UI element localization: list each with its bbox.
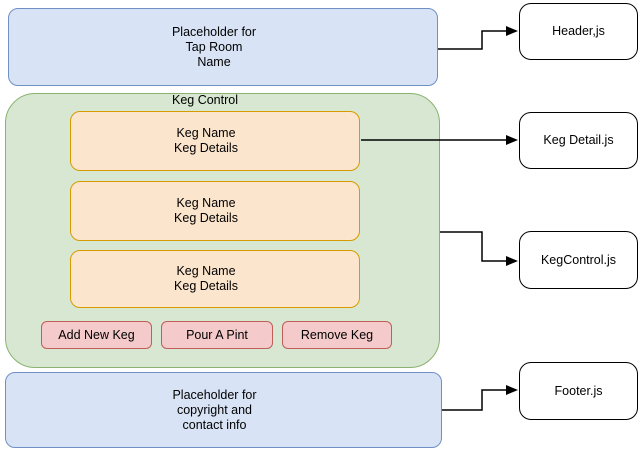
header-placeholder-text: Placeholder for Tap Room Name xyxy=(171,24,257,69)
keg-card-1: Keg Name Keg Details xyxy=(70,111,360,171)
component-label-keg-control: KegControl.js xyxy=(540,252,617,267)
remove-keg-label: Remove Keg xyxy=(300,327,374,342)
arrow-header-to-headerjs xyxy=(438,26,518,50)
pour-a-pint-label: Pour A Pint xyxy=(186,327,248,342)
component-box-footer: Footer.js xyxy=(519,362,638,420)
header-placeholder-box: Placeholder for Tap Room Name xyxy=(8,8,438,86)
footer-placeholder-box: Placeholder for copyright and contact in… xyxy=(5,372,442,448)
keg-control-title: Keg Control xyxy=(171,93,238,107)
component-label-keg-detail: Keg Detail.js xyxy=(543,133,614,147)
arrow-kegcontrol-to-kegcontroljs xyxy=(440,231,518,266)
component-box-keg-detail: Keg Detail.js xyxy=(519,112,638,169)
pour-a-pint-button[interactable]: Pour A Pint xyxy=(161,321,273,349)
footer-placeholder-text: Placeholder for copyright and contact in… xyxy=(172,387,257,432)
keg-card-2-text: Keg Name Keg Details xyxy=(174,196,238,225)
component-label-header: Header,js xyxy=(552,24,605,38)
component-box-header: Header,js xyxy=(519,3,638,60)
keg-card-1-text: Keg Name Keg Details xyxy=(174,126,238,155)
keg-card-3-text: Keg Name Keg Details xyxy=(174,264,238,293)
remove-keg-button[interactable]: Remove Keg xyxy=(282,321,392,349)
component-label-footer: Footer.js xyxy=(554,383,603,398)
add-new-keg-label: Add New Keg xyxy=(58,327,135,342)
component-box-keg-control: KegControl.js xyxy=(519,231,638,289)
arrow-footer-to-footerjs xyxy=(442,385,518,411)
keg-card-2: Keg Name Keg Details xyxy=(70,181,360,241)
keg-card-3: Keg Name Keg Details xyxy=(70,250,360,308)
add-new-keg-button[interactable]: Add New Keg xyxy=(41,321,152,349)
